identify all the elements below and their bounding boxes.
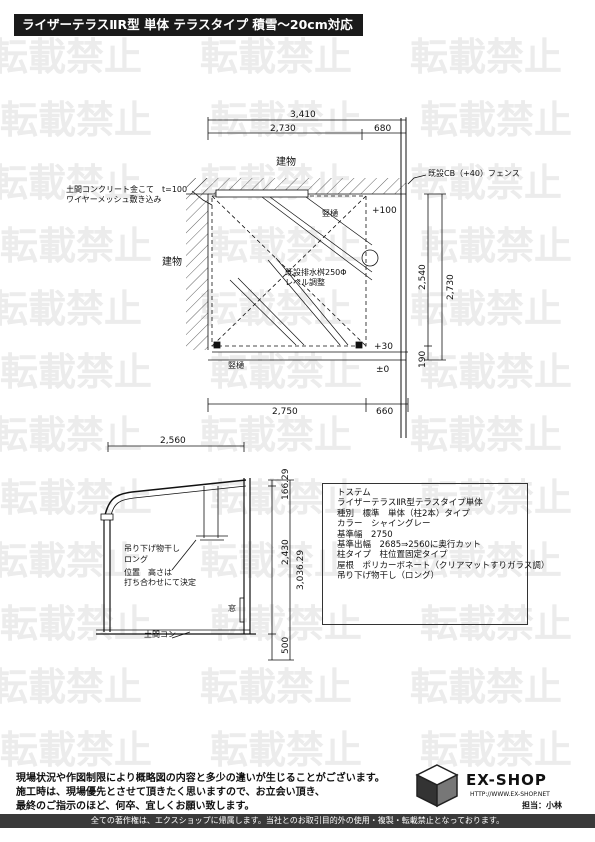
spec-line: 基準出幅 2685⇒2560に奥行カット <box>337 540 481 551</box>
plan-view <box>186 117 446 438</box>
watermark-text: 転載禁止 <box>200 287 352 331</box>
watermark-text: 転載禁止 <box>0 224 152 268</box>
watermark-text: 転載禁止 <box>410 539 562 583</box>
level-top: +100 <box>372 206 397 216</box>
brand-url[interactable]: HTTP://WWW.EX-SHOP.NET <box>470 791 550 798</box>
hanger-label-2: ロング <box>124 554 148 564</box>
watermark-text: 転載禁止 <box>410 161 562 205</box>
spec-line: 基準幅 2750 <box>337 529 393 540</box>
watermark-text: 転載禁止 <box>420 224 572 268</box>
ex-shop-cube-icon <box>415 764 459 808</box>
gutter-label-bottom: 竪樋 <box>228 360 244 370</box>
section-view <box>96 442 294 661</box>
building-label-left: 建物 <box>162 255 182 268</box>
watermark-text: 転載禁止 <box>0 98 152 142</box>
watermark-text: 転載禁止 <box>0 665 142 709</box>
spec-line: 吊り下げ物干し（ロング） <box>337 571 440 582</box>
watermark-text: 転載禁止 <box>410 287 562 331</box>
dim-bottom-right: 660 <box>376 407 393 417</box>
watermark-text: 転載禁止 <box>0 413 142 457</box>
spec-line: ライザーテラスⅡR型テラスタイプ単体 <box>337 498 483 509</box>
watermark-text: 転載禁止 <box>210 728 362 772</box>
position-label-1: 位置 高さは <box>124 567 172 577</box>
gutter-label-top: 竪樋 <box>322 208 338 218</box>
notes: 現場状況や作図制限により概略図の内容と多少の違いが生じることがございます。 施工… <box>16 772 385 814</box>
floor-label: 土間コン <box>144 629 176 639</box>
concrete-note-2: ワイヤーメッシュ敷き込み <box>66 194 161 204</box>
sec-dim-width: 2,560 <box>160 436 186 446</box>
copyright-footer: 全ての著作権は、エクスショップに帰属します。当社とのお取引目的外の使用・複製・転… <box>0 814 595 828</box>
watermark-text: 転載禁止 <box>420 98 572 142</box>
dim-right-2: 2,730 <box>446 274 456 300</box>
spec-line: トステム <box>337 488 371 498</box>
dim-right-1: 2,540 <box>418 264 428 290</box>
level-mid: +30 <box>374 342 393 352</box>
watermark-text: 転載禁止 <box>0 602 152 646</box>
watermark-text: 転載禁止 <box>420 350 572 394</box>
spec-line: 屋根 ポリカーボネート（クリアマットすりガラス調） <box>337 560 550 571</box>
watermark-text: 転載禁止 <box>410 665 562 709</box>
sec-dim-bottom: 500 <box>281 637 291 654</box>
spec-line: 柱タイプ 柱位置固定タイプ <box>337 550 448 561</box>
sec-dim-total: 3,036.29 <box>296 550 306 590</box>
spec-line: カラー シャイングレー <box>337 519 431 530</box>
level-base: ±0 <box>376 365 390 375</box>
watermark-text: 転載禁止 <box>420 728 572 772</box>
note-line: 施工時は、現場優先とさせて頂きたく思いますので、お立会い頂き、 <box>16 787 325 798</box>
watermark-text: 転載禁止 <box>410 413 562 457</box>
watermark-text: 転載禁止 <box>200 665 352 709</box>
drain-label: 既設排水桝250Φ <box>285 267 347 277</box>
fence-label: 既設CB（+40）フェンス <box>428 168 520 178</box>
watermark-text: 転載禁止 <box>200 539 352 583</box>
note-line: 最終のご指示のほど、何卒、宜しくお願い致します。 <box>16 801 255 812</box>
dim-top-left: 2,730 <box>270 124 296 134</box>
page-title: ライザーテラスⅡR型 単体 テラスタイプ 積雪～20cm対応 <box>14 14 363 36</box>
watermark-text: 転載禁止 <box>0 35 142 79</box>
watermark-text: 転載禁止 <box>200 35 352 79</box>
position-label-2: 打ち合わせにて決定 <box>124 577 196 587</box>
watermark-text: 転載禁止 <box>200 413 352 457</box>
building-label-top: 建物 <box>276 155 296 168</box>
sec-dim-mid: 2,430 <box>281 539 291 565</box>
window-label: 窓 <box>228 603 236 613</box>
watermark-text: 転載禁止 <box>0 287 142 331</box>
dim-bottom-left: 2,750 <box>272 407 298 417</box>
watermark-text: 転載禁止 <box>0 476 152 520</box>
drain-sub: レベル調整 <box>285 277 325 287</box>
note-line: 現場状況や作図制限により概略図の内容と多少の違いが生じることがございます。 <box>16 773 385 784</box>
watermark-text: 転載禁止 <box>0 161 142 205</box>
hanger-label-1: 吊り下げ物干し <box>124 543 180 553</box>
person-in-charge: 担当：小林 <box>522 801 562 810</box>
watermark-text: 転載禁止 <box>0 728 152 772</box>
dim-total: 3,410 <box>290 110 316 120</box>
watermark-text: 転載禁止 <box>0 350 152 394</box>
spec-box: トステム ライザーテラスⅡR型テラスタイプ単体 種別 標準 単体（柱2本）タイプ… <box>322 483 550 625</box>
building-wall-left <box>186 178 208 350</box>
brand-name: EX-SHOP <box>466 771 547 789</box>
watermark-text: 転載禁止 <box>0 539 142 583</box>
dim-right-3: 190 <box>418 351 428 368</box>
spec-line: 種別 標準 単体（柱2本）タイプ <box>337 508 470 519</box>
sec-dim-top: 166.29 <box>281 468 291 500</box>
watermark-text: 転載禁止 <box>410 35 562 79</box>
dim-top-right: 680 <box>374 124 391 134</box>
concrete-note-1: 土間コンクリート金こて t=100 <box>66 184 187 194</box>
watermark-text: 転載禁止 <box>210 350 362 394</box>
